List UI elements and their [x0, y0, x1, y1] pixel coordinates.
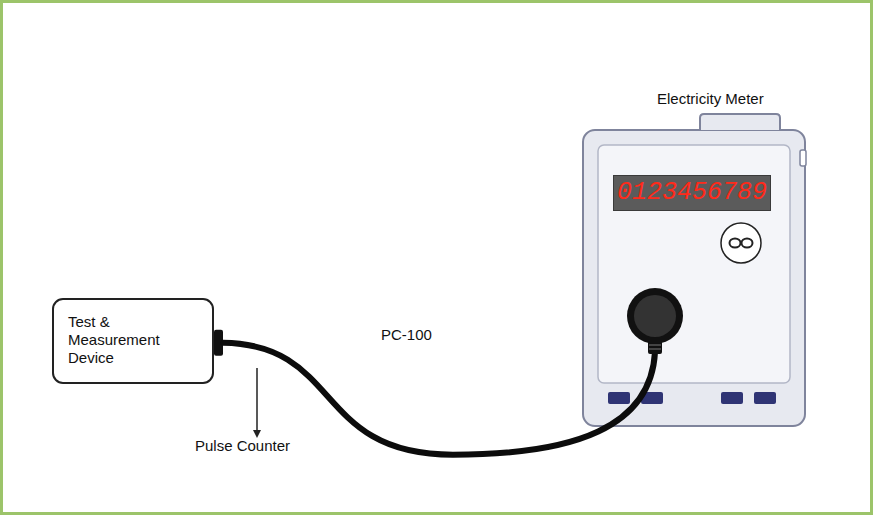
- leader-line: [256, 368, 258, 432]
- meter-button: [754, 392, 776, 404]
- probe-head: [627, 288, 683, 344]
- meter-title: Electricity Meter: [657, 90, 764, 108]
- pulse-led-symbol: [721, 223, 761, 263]
- device-box: Test & Measurement Device: [52, 298, 214, 384]
- pulse-counter-label: Pulse Counter: [195, 437, 290, 454]
- meter-button: [721, 392, 743, 404]
- meter-face: [598, 145, 790, 383]
- meter-housing: [583, 130, 805, 426]
- device-label: Test & Measurement Device: [68, 313, 172, 367]
- electricity-meter: Electricity Meter0123456789: [583, 130, 805, 426]
- meter-tab: [700, 114, 780, 130]
- meter-display: 0123456789: [613, 175, 771, 211]
- pulse-led-symbol: [730, 239, 741, 248]
- cable-label: PC-100: [381, 326, 432, 343]
- probe-stem: [649, 349, 661, 350]
- probe-stem: [649, 345, 661, 346]
- meter-latch: [800, 150, 806, 166]
- probe-head: [634, 295, 676, 337]
- meter-button: [608, 392, 630, 404]
- pulse-led-symbol: [742, 239, 753, 248]
- leader-arrowhead: [253, 430, 261, 438]
